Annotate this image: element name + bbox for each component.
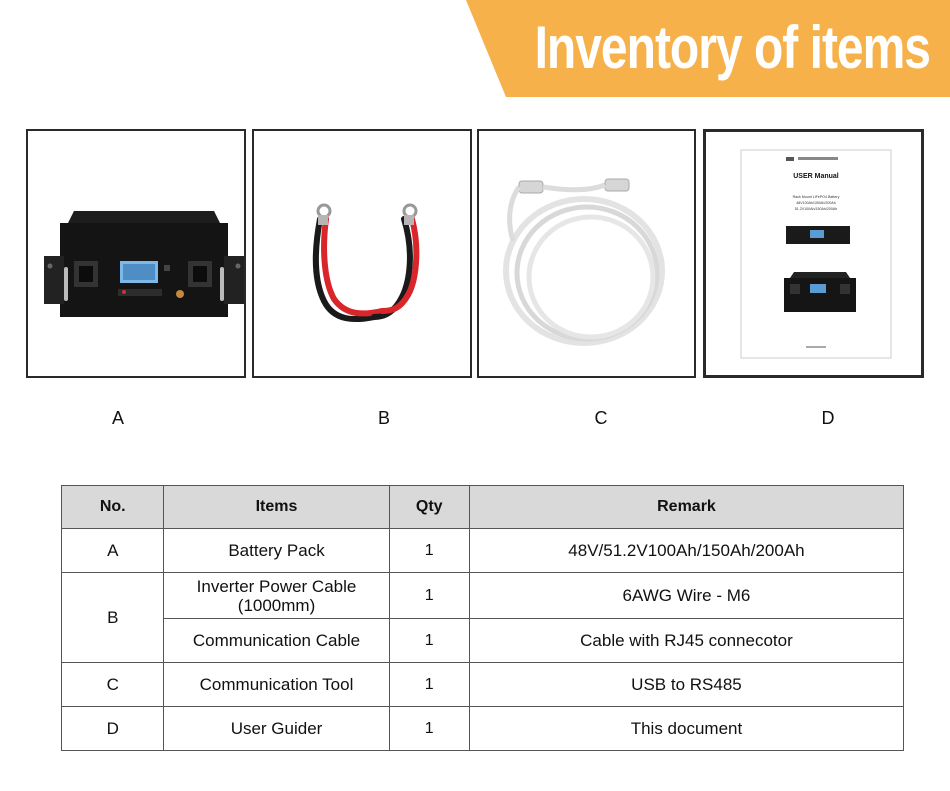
table-header-row: No. Items Qty Remark — [60, 485, 905, 529]
cell-qty: 1 — [388, 528, 470, 573]
power-cable-image — [312, 203, 420, 322]
cell-remark: 48V/51.2V100Ah/150Ah/200Ah — [468, 528, 905, 573]
item-image-battery-pack — [26, 129, 246, 378]
manual-line-2: 48V100Ah/150Ah/200Ah — [796, 201, 836, 205]
item-letter-a: A — [111, 408, 124, 428]
table-row: Communication Cable 1 Cable with RJ45 co… — [62, 618, 905, 663]
battery-pack-image — [44, 211, 244, 317]
cell-remark: 6AWG Wire - M6 — [468, 572, 905, 619]
table-row: B Inverter Power Cable (1000mm) 1 6AWG W… — [60, 572, 905, 663]
cell-qty: 1 — [388, 706, 470, 751]
header-no: No. — [60, 485, 165, 529]
manual-title: USER Manual — [793, 173, 839, 180]
banner-background — [466, 0, 950, 97]
item-letter-d: D — [821, 408, 835, 428]
page-title: Inventory of items — [534, 15, 931, 82]
cell-item: Communication Tool — [163, 662, 390, 707]
cell-no: C — [60, 662, 165, 707]
item-letter-b: B — [377, 408, 390, 428]
header-qty: Qty — [388, 485, 470, 529]
user-manual-image: USER Manual Rack Mount LiFePO4 Battery 4… — [740, 149, 892, 359]
cell-no: B — [60, 572, 165, 663]
item-image-user-manual: USER Manual Rack Mount LiFePO4 Battery 4… — [703, 129, 924, 378]
table-row: C Communication Tool 1 USB to RS485 — [60, 662, 905, 707]
cell-item: Battery Pack — [163, 528, 390, 573]
manual-line-3: 51.2V100Ah/150Ah/200Ah — [795, 207, 838, 211]
cell-item: Inverter Power Cable (1000mm) — [163, 572, 390, 619]
communication-cable-image — [503, 178, 665, 346]
cell-item-line-2: (1000mm) — [237, 595, 316, 615]
item-letter-c: C — [594, 408, 608, 428]
item-image-power-cable — [252, 129, 472, 378]
header-banner: Inventory of items — [0, 0, 950, 97]
cell-item: Communication Cable — [163, 618, 390, 663]
cell-qty: 1 — [388, 572, 470, 619]
cell-remark: Cable with RJ45 connecotor — [468, 618, 905, 663]
cell-remark: This document — [468, 706, 905, 751]
cell-item-line-1: Inverter Power Cable — [196, 576, 357, 596]
header-remark: Remark — [468, 485, 905, 529]
cell-no: A — [60, 528, 165, 573]
manual-line-1: Rack Mount LiFePO4 Battery — [793, 195, 840, 199]
header-items: Items — [163, 485, 390, 529]
item-image-communication-cable — [477, 129, 696, 378]
cell-qty: 1 — [388, 662, 470, 707]
table-row: A Battery Pack 1 48V/51.2V100Ah/150Ah/20… — [60, 528, 905, 573]
cell-remark: USB to RS485 — [468, 662, 905, 707]
cell-qty: 1 — [388, 618, 470, 663]
cell-item: User Guider — [163, 706, 390, 751]
inventory-table: No. Items Qty Remark A Battery Pack 1 48… — [60, 485, 905, 751]
table-row: D User Guider 1 This document — [60, 706, 905, 751]
cell-no: D — [60, 706, 165, 751]
